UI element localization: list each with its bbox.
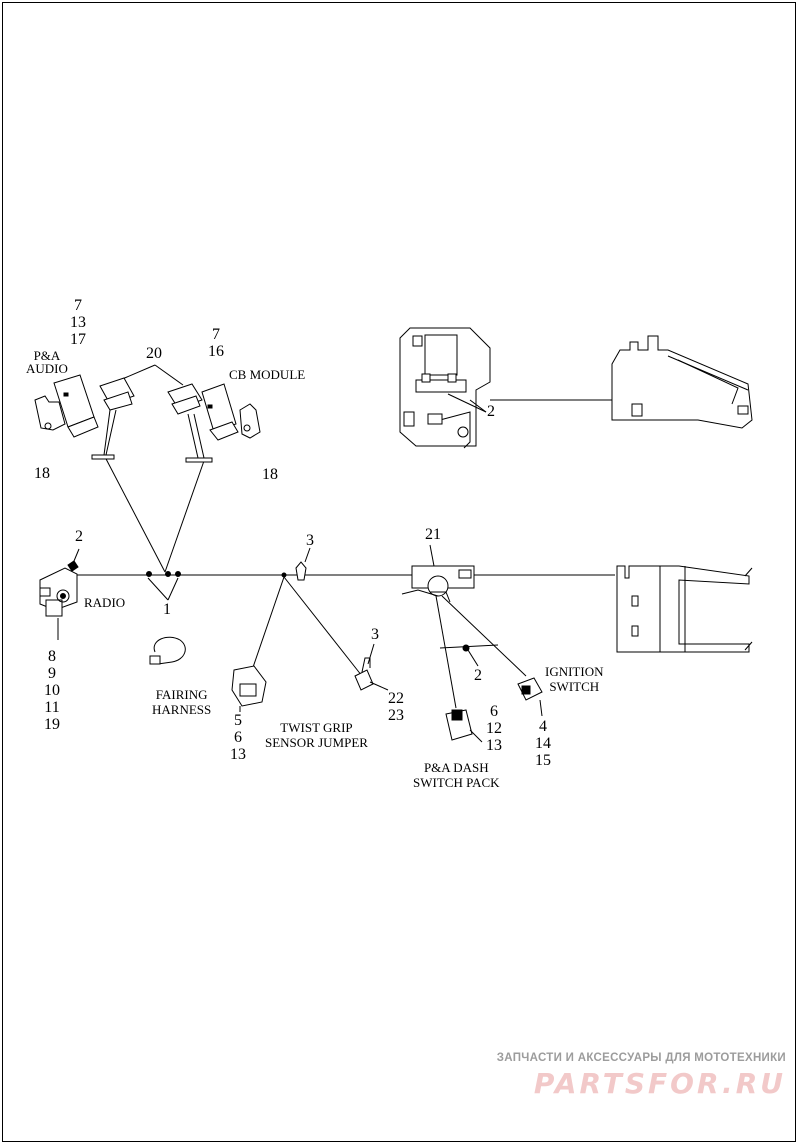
- part-number: 7: [74, 297, 82, 314]
- twist-grip-line1: TWIST GRIP: [280, 720, 353, 735]
- audio-cb-wires: [103, 364, 206, 601]
- twist-grip-label: TWIST GRIP SENSOR JUMPER: [265, 721, 368, 749]
- part-number: 17: [70, 331, 86, 348]
- fairing-line1: FAIRING: [155, 687, 208, 702]
- callout-1: 1: [163, 601, 171, 618]
- part-number: 8: [48, 648, 56, 665]
- top-right-bracket: [611, 335, 753, 429]
- callout-18-right: 18: [262, 466, 278, 483]
- callout-leaders: [304, 547, 375, 665]
- callout-3-lower: 3: [371, 626, 379, 643]
- part-number: 13: [230, 746, 246, 763]
- ignition-switch-label: IGNITION SWITCH: [545, 665, 603, 693]
- ignition-line2: SWITCH: [549, 679, 600, 694]
- part-number: 9: [48, 665, 56, 682]
- dash-switch-parts: 6 12 13: [486, 703, 502, 754]
- fairing-parts: 5 6 13: [230, 712, 246, 763]
- twist-grip-line2: SENSOR JUMPER: [265, 735, 368, 750]
- watermark-tagline: ЗАПЧАСТИ И АКСЕССУАРЫ ДЛЯ МОТОТЕХНИКИ: [496, 1052, 786, 1064]
- dash-switch-pack: [445, 709, 483, 743]
- pa-audio-parts: 7 13 17: [70, 297, 86, 348]
- callout-2-radio: 2: [75, 528, 83, 545]
- part-number: 4: [539, 718, 547, 735]
- switch-wires: [435, 595, 527, 709]
- callout-3-top: 3: [306, 532, 314, 549]
- part-number: 22: [388, 690, 404, 707]
- cb-module: [201, 383, 261, 441]
- part-number: 6: [234, 729, 242, 746]
- fairing-harness-label: FAIRING HARNESS: [152, 688, 211, 716]
- part-number: 5: [234, 712, 242, 729]
- dash-switch-label: P&A DASH SWITCH PACK: [413, 761, 500, 789]
- right-plug-connector: [167, 383, 213, 463]
- ignition-switch-connector: [517, 677, 543, 717]
- ignition-parts: 4 14 15: [535, 718, 551, 769]
- main-harness: [75, 561, 615, 581]
- radio-unit: [39, 548, 80, 640]
- watermark-brand: PARTSFOR.RU: [533, 1067, 786, 1100]
- part-number: 14: [535, 735, 551, 752]
- part-number: 16: [208, 343, 224, 360]
- part-number: 11: [44, 699, 60, 716]
- watermark: ЗАПЧАСТИ И АКСЕССУАРЫ ДЛЯ МОТОТЕХНИКИ PA…: [486, 1052, 786, 1100]
- callout-2-mid: 2: [474, 667, 482, 684]
- fairing-line2: HARNESS: [152, 702, 212, 717]
- part-number: 7: [212, 326, 220, 343]
- part-number: 13: [486, 737, 502, 754]
- part-number: 23: [388, 707, 404, 724]
- harness-clamp: [149, 636, 186, 665]
- part-number: 13: [70, 314, 86, 331]
- part-number: 6: [490, 703, 498, 720]
- twist-grip-parts: 22 23: [388, 690, 404, 724]
- callout-21: 21: [425, 526, 441, 543]
- dash-switch-line1: P&A DASH: [423, 760, 489, 775]
- left-plug-connector: [91, 377, 135, 460]
- pa-audio-line1: P&A: [33, 348, 61, 363]
- ignition-line1: IGNITION: [545, 664, 604, 679]
- top-mounting-bracket: [399, 327, 491, 449]
- cb-module-parts: 7 16: [208, 326, 224, 360]
- lower-right-bracket: [616, 565, 753, 653]
- cb-module-label: CB MODULE: [229, 367, 306, 382]
- callout-18-left: 18: [34, 465, 50, 482]
- callout-20: 20: [146, 345, 162, 362]
- part-number: 10: [44, 682, 60, 699]
- fairing-harness-connector: [231, 576, 285, 712]
- part-number: 19: [44, 716, 60, 733]
- callout-2-top: 2: [487, 403, 495, 420]
- dash-bracket: [401, 544, 475, 603]
- radio-label: RADIO: [84, 595, 126, 610]
- pa-audio-line2: AUDIO: [26, 361, 68, 376]
- pa-audio-label: P&A AUDIO: [26, 349, 68, 375]
- part-number: 15: [535, 752, 551, 769]
- part-number: 12: [486, 720, 502, 737]
- dash-switch-line2: SWITCH PACK: [413, 775, 500, 790]
- twist-grip-connector: [283, 576, 389, 691]
- pa-audio-module: [34, 374, 99, 438]
- radio-parts: 8 9 10 11 19: [44, 648, 60, 733]
